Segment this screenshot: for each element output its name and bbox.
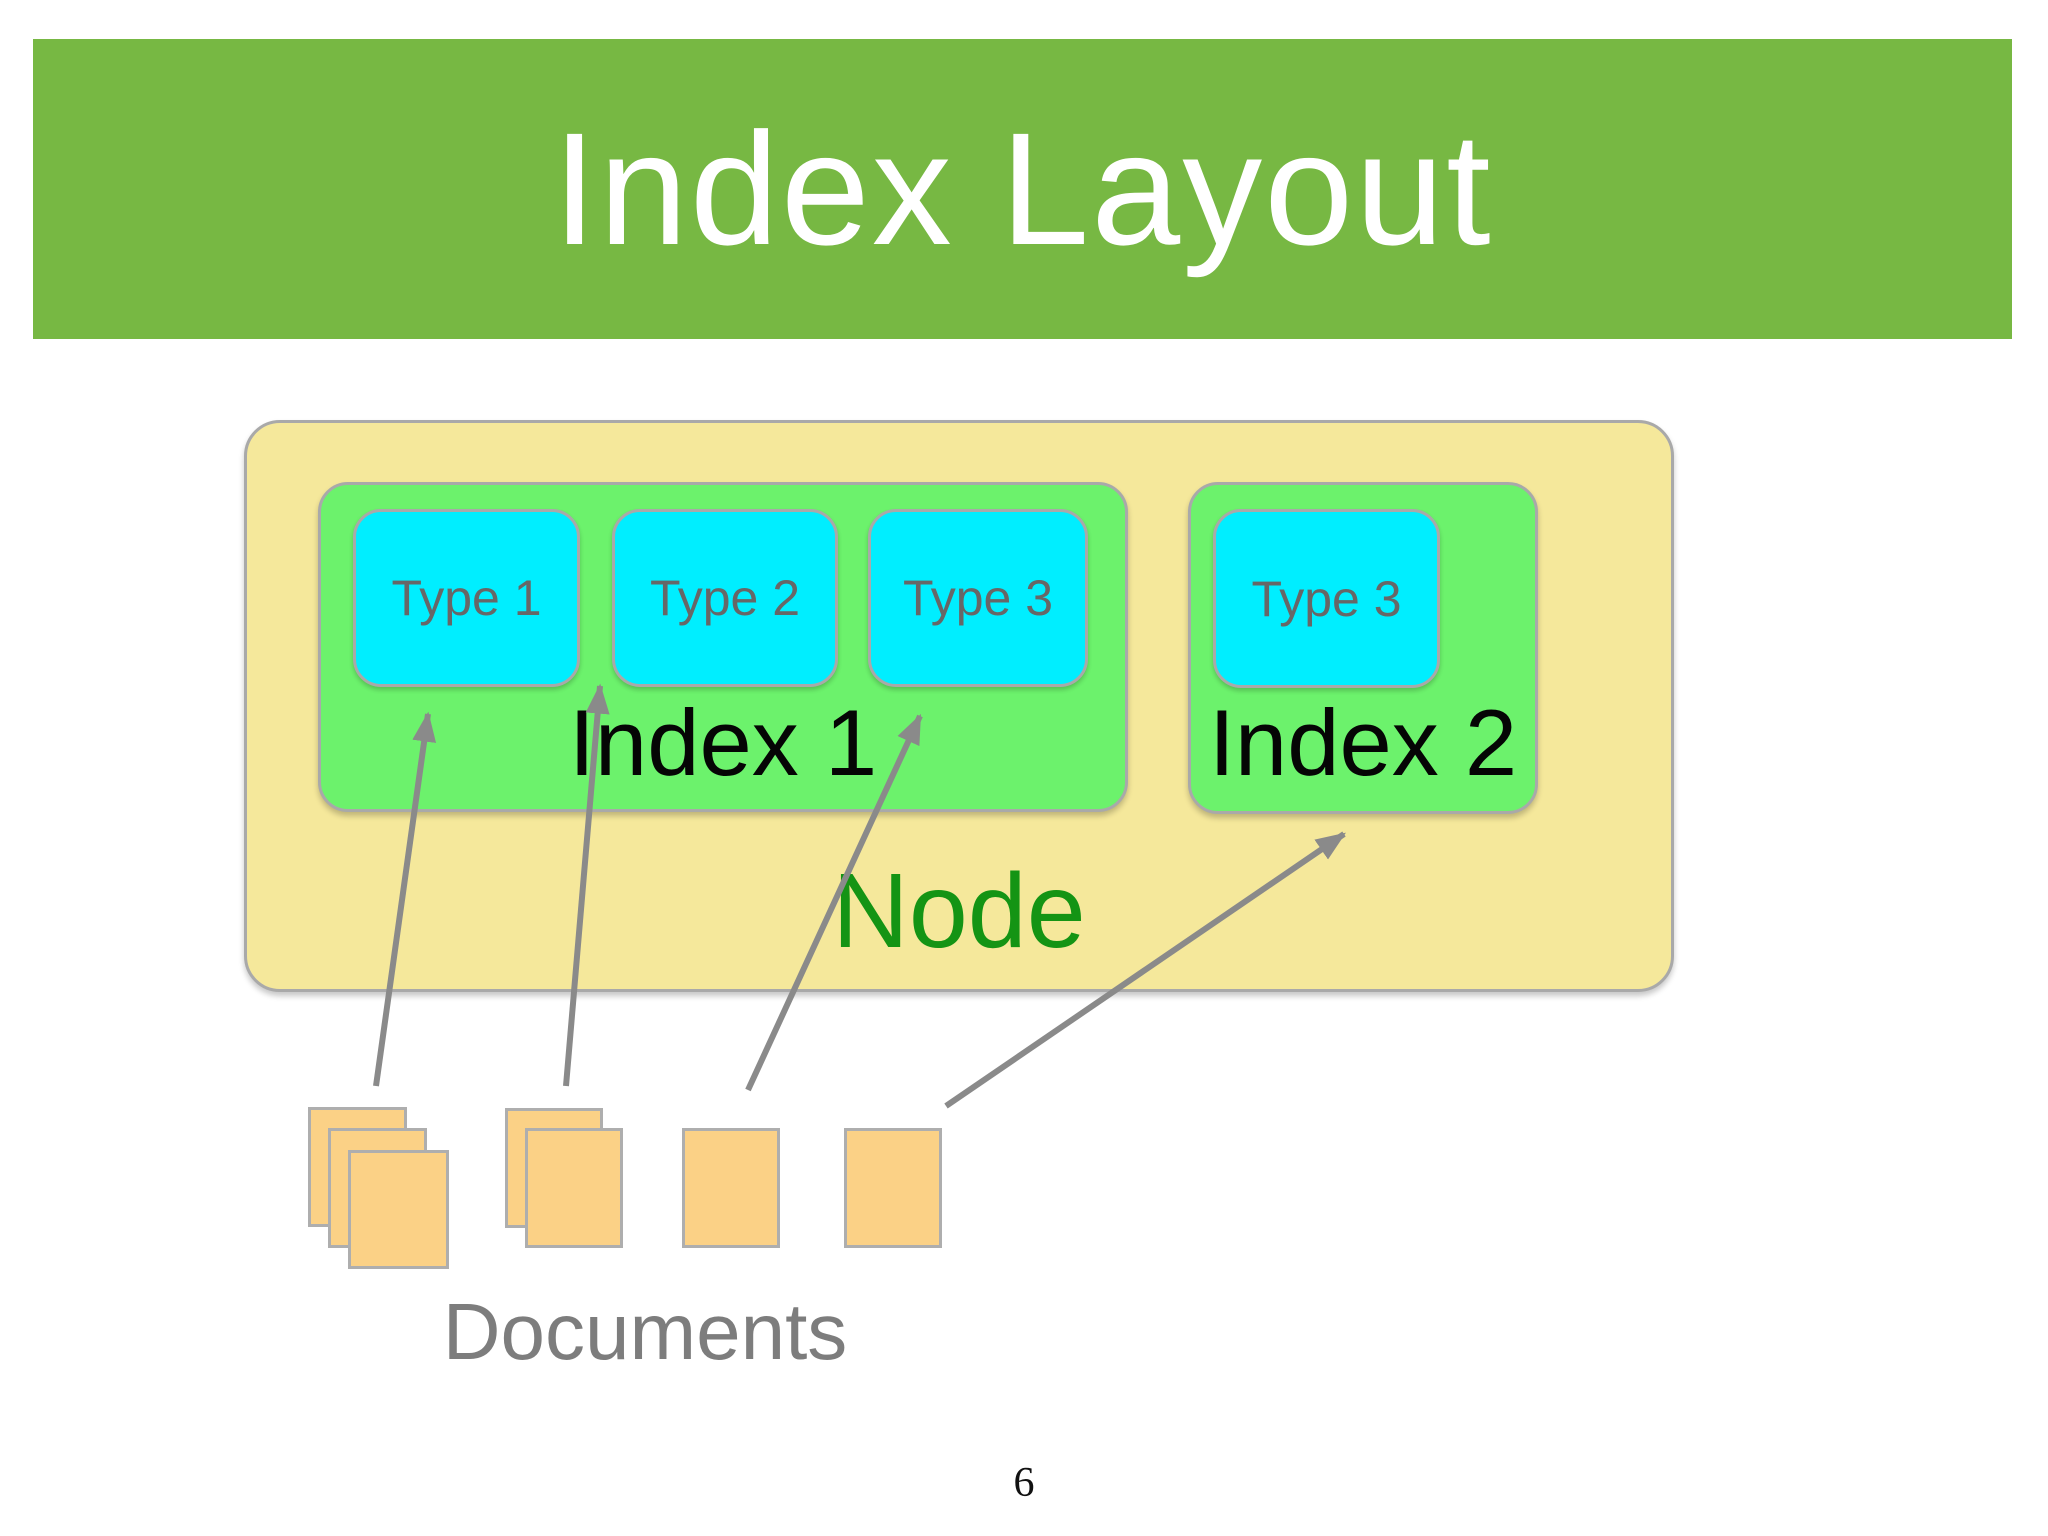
index1-type1-box: Type 1 xyxy=(353,509,580,687)
document-icon xyxy=(844,1128,942,1248)
index2-type3-label: Type 3 xyxy=(1251,570,1402,627)
index1-type2-label: Type 2 xyxy=(649,570,801,626)
index-1-label: Index 1 xyxy=(568,690,878,795)
node-label: Node xyxy=(832,852,1086,970)
index2-type3-box: Type 3 xyxy=(1213,509,1440,688)
documents-label: Documents xyxy=(442,1287,848,1376)
slide-title: Index Layout xyxy=(552,99,1493,278)
index1-type3-box: Type 3 xyxy=(868,509,1088,687)
document-icon xyxy=(682,1128,780,1248)
index1-type2-box: Type 2 xyxy=(612,509,838,687)
page-number: 6 xyxy=(1013,1460,1035,1506)
index1-type1-label: Type 1 xyxy=(391,570,542,626)
title-banner: Index Layout xyxy=(33,39,2012,339)
index-2-label: Index 2 xyxy=(1208,690,1518,795)
index1-type3-label: Type 3 xyxy=(902,570,1054,626)
document-icon xyxy=(525,1128,623,1248)
document-icon xyxy=(348,1150,449,1269)
